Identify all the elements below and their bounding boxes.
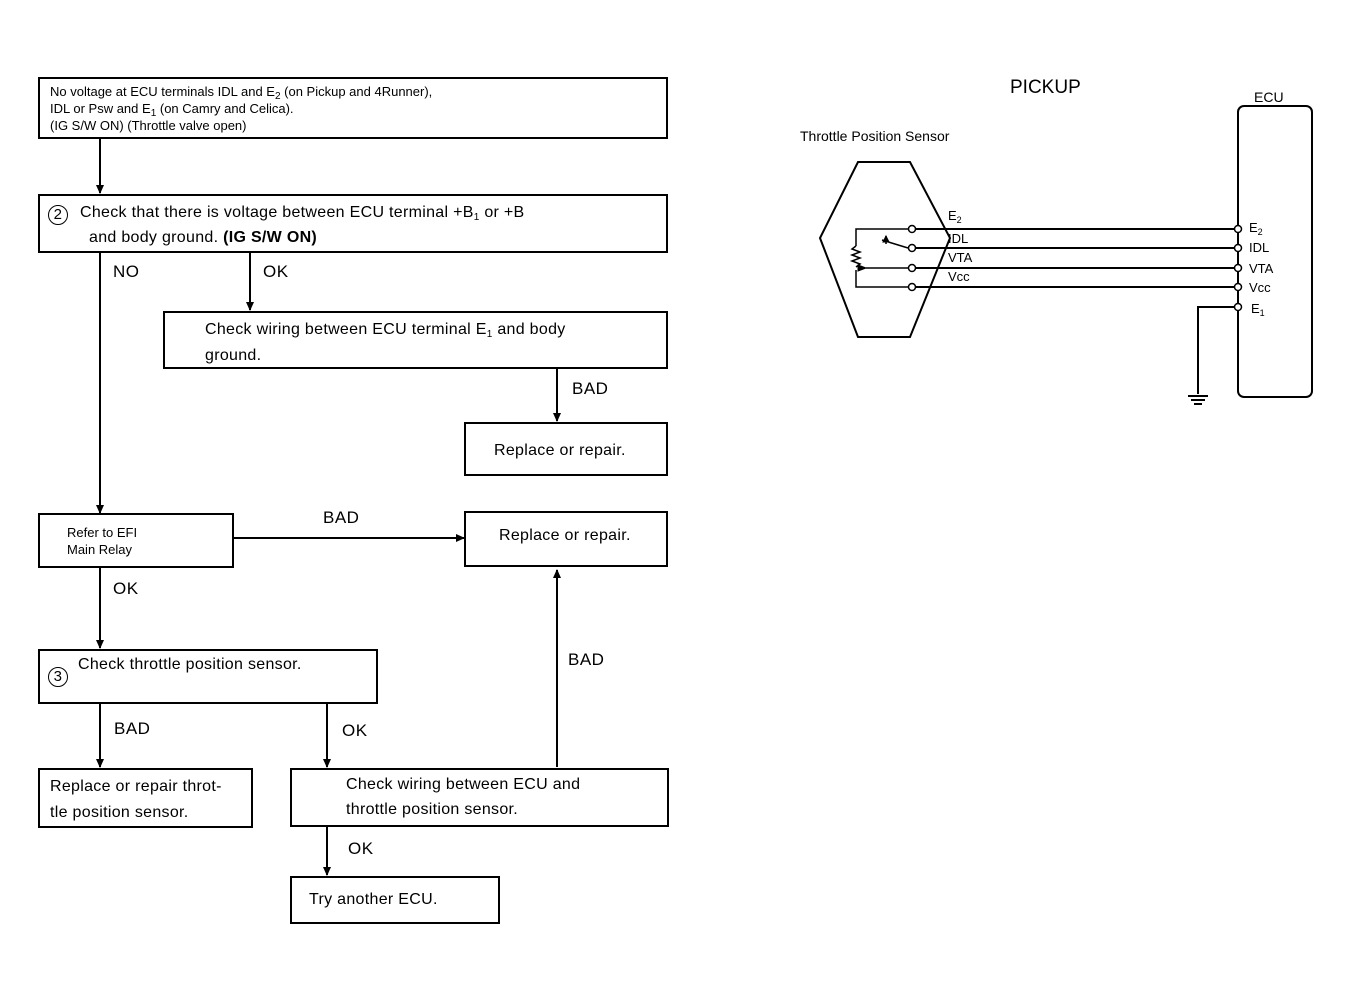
check-e1-line2: ground. [205,347,262,364]
ecu-terminal-e2 [1233,224,1243,234]
check-e1-box: Check wiring between ECU terminal E1 and… [163,311,668,369]
ecu-terminal-vta [1233,263,1243,273]
replace-repair-text-1: Replace or repair. [494,442,626,459]
ecu-pin-e1: E1 [1251,301,1265,318]
sensor-terminal-vcc [907,282,917,292]
ecu-terminal-vcc [1233,282,1243,292]
sensor-idl-arrow [882,234,890,243]
replace-tps-line2: tle position sensor. [50,804,189,821]
sensor-housing [818,161,952,338]
sensor-internal-e2 [855,228,908,246]
replace-repair-box-2: Replace or repair. [464,511,668,567]
sensor-pin-idl: IDL [948,231,968,246]
sensor-terminal-idl [907,243,917,253]
start-condition-line1: No voltage at ECU terminals IDL and E2 (… [50,84,433,102]
replace-tps-box: Replace or repair throt- tle position se… [38,768,253,828]
step3-number: 3 [48,667,68,687]
step3-label: Check throttle position sensor. [78,656,302,673]
sensor-terminal-e2 [907,224,917,234]
check-e1-line1: Check wiring between ECU terminal E1 and… [205,321,566,340]
sensor-terminal-vta [907,263,917,273]
efi-relay-line2: Main Relay [67,542,133,557]
label-bad-efi: BAD [323,508,360,527]
ecu-terminal-e1 [1233,302,1243,312]
ecu-label: ECU [1254,89,1284,105]
efi-relay-box: Refer to EFI Main Relay [38,513,234,568]
replace-tps-line1: Replace or repair throt- [50,778,222,795]
sensor-pin-vta: VTA [948,250,973,265]
start-condition-box: No voltage at ECU terminals IDL and E2 (… [38,77,668,139]
ecu-terminal-idl [1233,243,1243,253]
sensor-internal-vcc [855,270,908,288]
wiring-title: PICKUP [1010,77,1081,98]
sensor-resistor [849,245,863,268]
step2-line2: and body ground. (IG S/W ON) [89,229,318,246]
step3-box: 3 Check throttle position sensor. [38,649,378,704]
efi-relay-line1: Refer to EFI [67,525,138,540]
label-ok-step2: OK [263,262,289,281]
label-ok-wiring: OK [348,839,374,858]
ecu-pin-idl: IDL [1249,240,1269,255]
label-ok-tps: OK [342,721,368,740]
check-wiring-box: Check wiring between ECU and throttle po… [290,768,669,827]
try-ecu-box: Try another ECU. [290,876,500,924]
step2-number: 2 [48,205,68,225]
step3-text: 3 [48,653,80,688]
label-bad-check-e1: BAD [572,379,609,398]
start-condition-line2: IDL or Psw and E1 (on Camry and Celica). [50,101,294,119]
ecu-pin-vta: VTA [1249,261,1274,276]
replace-repair-box-1: Replace or repair. [464,422,668,476]
label-bad-tps: BAD [114,719,151,738]
ecu-pin-vcc: Vcc [1249,280,1271,295]
sensor-label: Throttle Position Sensor [800,128,950,144]
check-wiring-line2: throttle position sensor. [346,801,519,818]
sensor-pin-vcc: Vcc [948,269,970,284]
start-condition-line3: (IG S/W ON) (Throttle valve open) [50,118,247,133]
replace-repair-text-2: Replace or repair. [499,527,631,544]
sensor-pin-e2: E2 [948,208,962,225]
label-bad-wiring: BAD [568,650,605,669]
check-wiring-line1: Check wiring between ECU and [346,776,581,793]
ecu-pin-e2: E2 [1249,220,1263,237]
sensor-wiper-arrow [857,264,868,272]
wire-e1-ground [1197,306,1238,394]
label-ok-efi: OK [113,579,139,598]
label-no: NO [113,262,140,281]
try-ecu-text: Try another ECU. [309,891,438,908]
